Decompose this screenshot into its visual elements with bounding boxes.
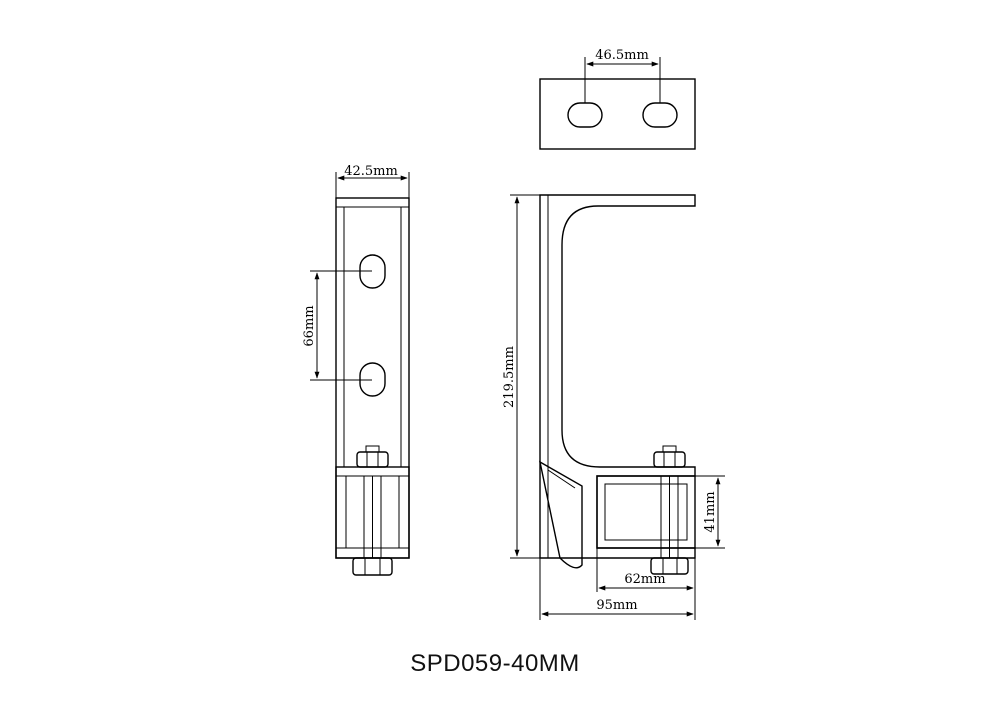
side-view: 42.5mm 66mm — [302, 164, 410, 576]
top-slot-right — [642, 102, 678, 128]
part-number-title: SPD059-40MM — [410, 650, 580, 677]
bracket-gusset — [538, 460, 583, 569]
tube-block — [596, 475, 696, 549]
side-bottom-nut — [352, 557, 393, 576]
dim-tube-height: 41mm — [703, 491, 718, 532]
side-top-nut — [356, 451, 389, 468]
top-view: 46.5mm — [539, 48, 696, 150]
dim-total-depth: 95mm — [596, 598, 637, 613]
front-top-bolt-tip — [662, 445, 677, 453]
dim-side-width: 42.5mm — [344, 164, 398, 179]
side-top-bolt-tip — [365, 445, 380, 453]
top-slot-left — [567, 102, 603, 128]
tube-inner — [604, 483, 688, 541]
side-top-flange — [335, 197, 410, 208]
front-top-nut — [653, 451, 686, 468]
front-view: 219.5mm 41mm 62mm 95mm — [502, 194, 725, 620]
dim-slot-spacing-side: 66mm — [302, 305, 317, 346]
bracket-profile — [539, 194, 696, 559]
top-plate — [539, 78, 696, 150]
gusset-inner-line — [547, 469, 576, 489]
dim-total-height: 219.5mm — [502, 346, 517, 408]
dim-slot-spacing-top: 46.5mm — [595, 48, 649, 63]
dim-base-offset: 62mm — [624, 572, 665, 587]
front-bottom-nut — [650, 557, 689, 575]
